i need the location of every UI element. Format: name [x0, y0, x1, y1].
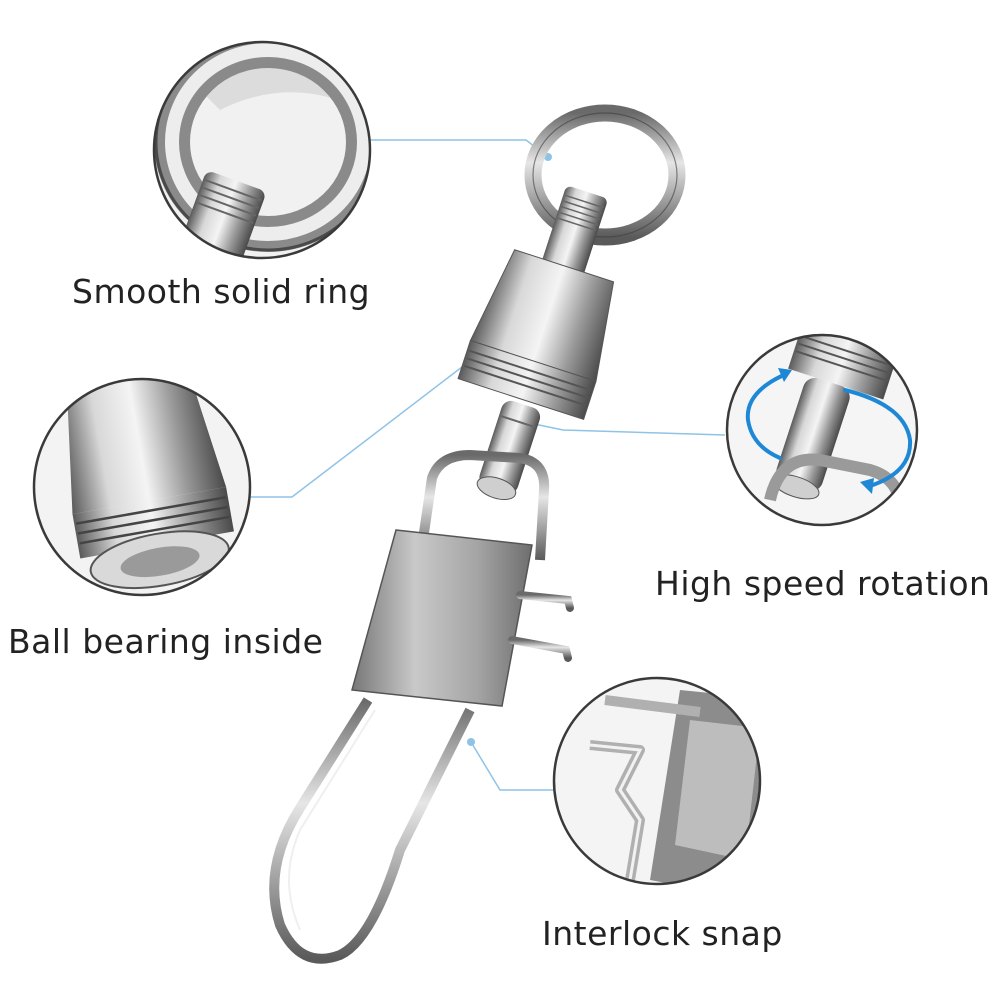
feature-label-snap: Interlock snap: [542, 914, 783, 953]
callout-line-bearing: [250, 317, 527, 498]
lower-pin: [476, 400, 541, 501]
detail-circle-ring: [152, 40, 372, 260]
snap-clip-plate: [351, 529, 533, 707]
callout-line-rotation: [514, 419, 726, 436]
callout-dot-snap: [467, 738, 475, 746]
top-ring: [524, 104, 686, 246]
bearing-barrel: [457, 249, 615, 420]
callout-line-ring: [370, 139, 549, 158]
swivel-product: [269, 104, 686, 964]
snap-wire-loop: [269, 697, 475, 964]
detail-circle-snap: [552, 676, 762, 886]
callout-line-snap: [470, 741, 556, 791]
feature-label-rotation: High speed rotation: [655, 564, 991, 603]
detail-circle-rotation: [725, 333, 919, 527]
feature-label-ring: Smooth solid ring: [72, 272, 371, 311]
callout-dot-ring: [544, 153, 552, 161]
feature-label-bearing: Ball bearing inside: [8, 622, 324, 661]
upper-shaft: [540, 186, 607, 281]
rotation-arrows-icon: [745, 372, 913, 488]
detail-circle-bearing: [32, 377, 252, 597]
snap-upper-loop: [415, 450, 550, 561]
snap-prongs: [508, 591, 574, 662]
